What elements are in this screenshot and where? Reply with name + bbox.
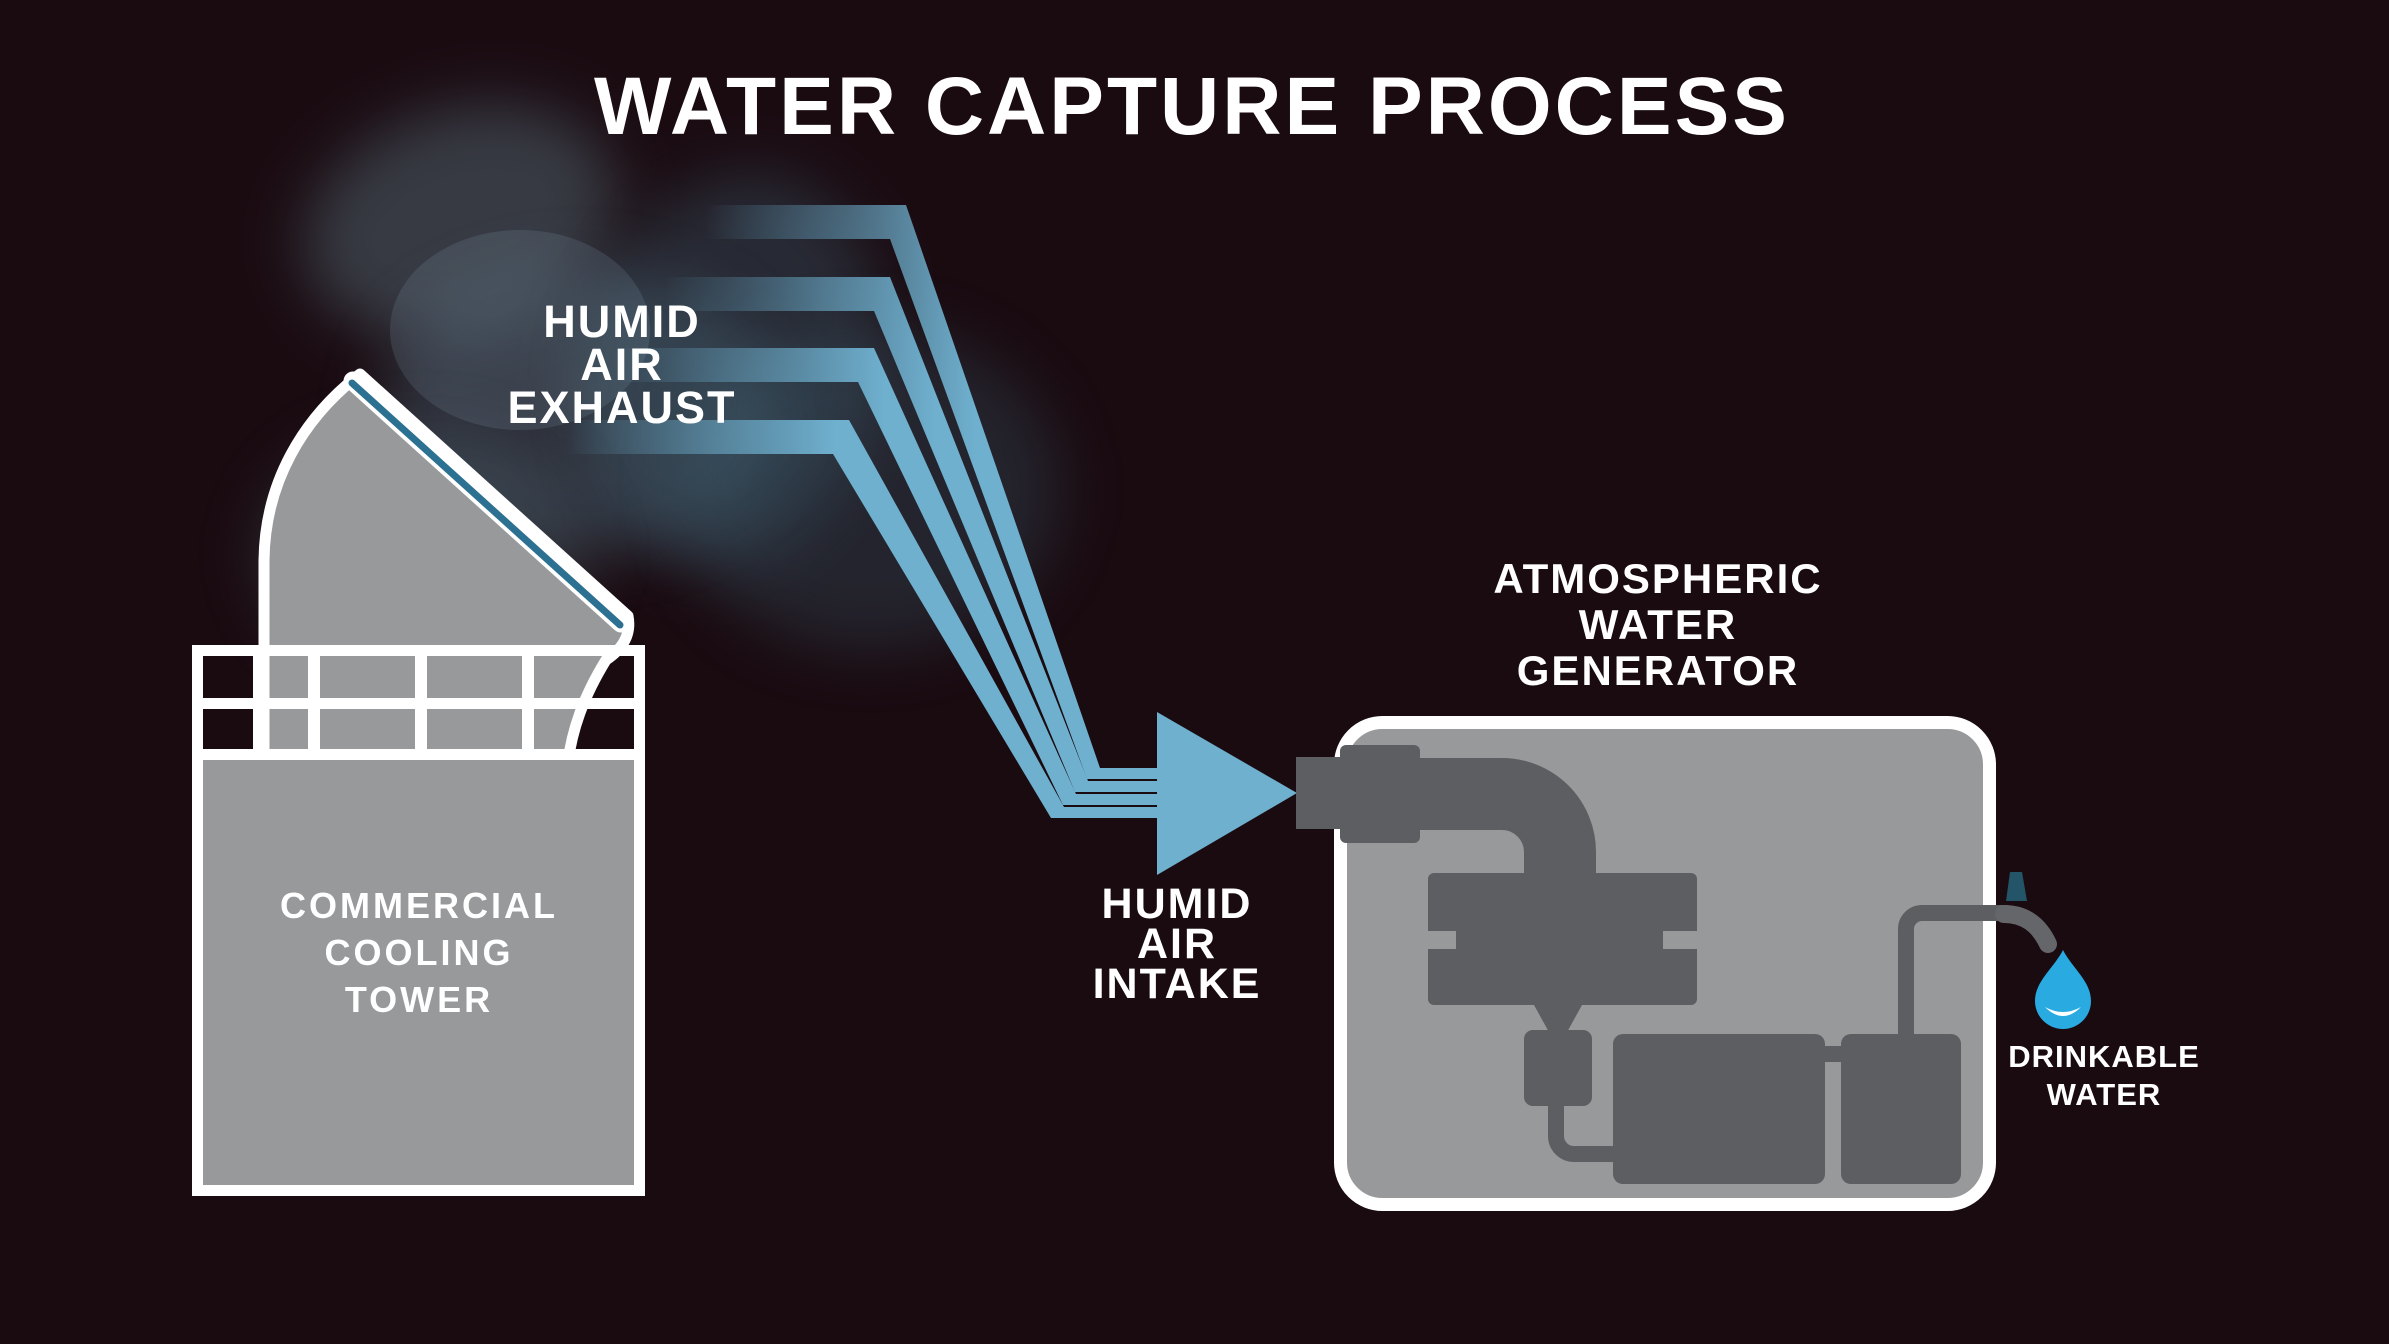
output-pipe (1898, 905, 2008, 1036)
commercial-cooling-tower-label: COMMERCIAL COOLING TOWER (280, 885, 558, 1020)
duct-mouth-stripe (348, 379, 624, 629)
generator-machinery (1296, 745, 1961, 1184)
atmospheric-water-generator-label: ATMOSPHERIC WATER GENERATOR (1493, 555, 1823, 694)
tower-body (192, 749, 645, 1196)
flow-arrow-icon (1157, 712, 1297, 875)
faucet-handle (2006, 872, 2027, 901)
humid-air-exhaust-label: HUMID AIR EXHAUST (507, 296, 737, 433)
block-notch (1663, 931, 1697, 949)
page-title: WATER CAPTURE PROCESS (594, 61, 1790, 152)
block-notch (1422, 931, 1456, 949)
atmospheric-water-generator (1296, 716, 2008, 1211)
cooling-tower (192, 368, 645, 1196)
faucet-icon (1995, 872, 2057, 953)
drinkable-water-label: DRINKABLE WATER (2008, 1039, 2200, 1112)
exhaust-streams-icon (565, 205, 1162, 818)
steam-wisp-icon (390, 230, 650, 430)
humid-air-intake-label: HUMID AIR INTAKE (1092, 880, 1262, 1008)
water-drop-icon (2035, 950, 2091, 1029)
